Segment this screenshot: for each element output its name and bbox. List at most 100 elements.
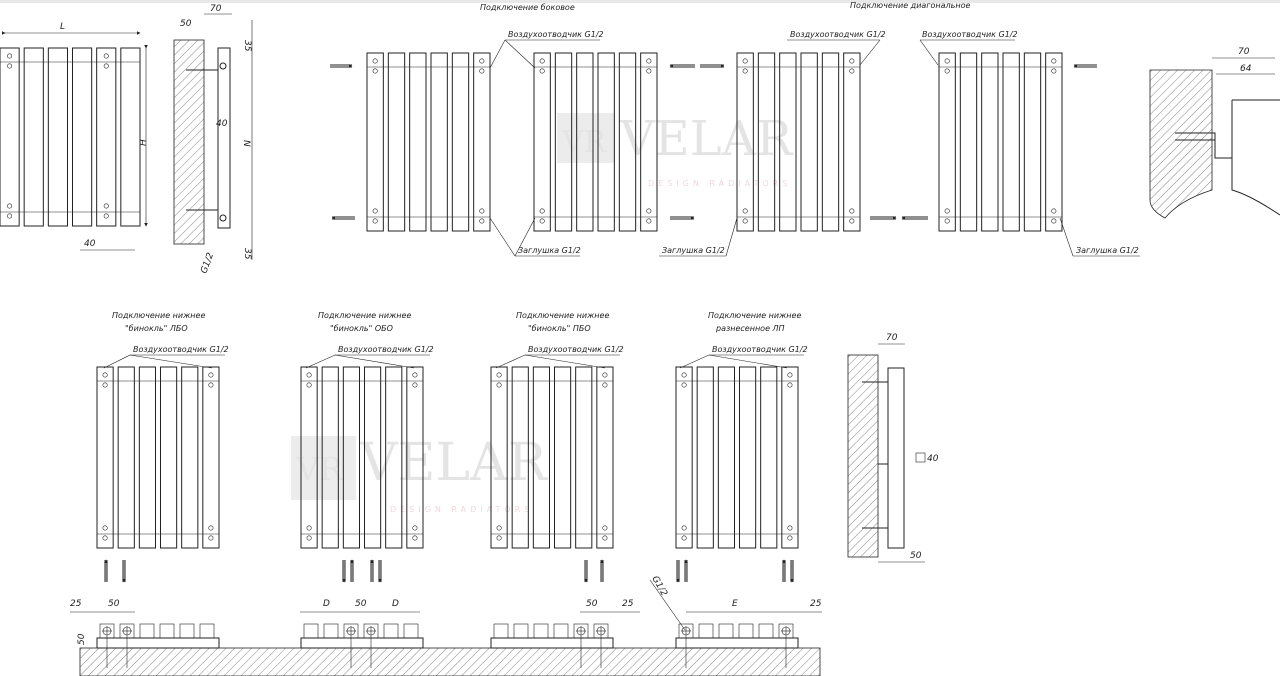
radiator-front-view <box>675 366 799 549</box>
radiator-column <box>938 52 956 232</box>
connection-nipple <box>1051 218 1057 224</box>
connection-nipple <box>372 208 378 214</box>
connection-nipple <box>787 382 793 388</box>
watermark-tagline: DESIGN RADIATORS <box>390 505 533 514</box>
connection-nipple <box>103 53 109 59</box>
connection-nipple <box>681 372 687 378</box>
radiator-column <box>321 366 339 549</box>
radiator-column <box>117 366 135 549</box>
radiator-front-view <box>533 52 658 232</box>
connection-nipple <box>944 58 950 64</box>
connection-nipple <box>787 535 793 541</box>
watermark-tagline: DESIGN RADIATORS <box>648 179 791 188</box>
plug-label: Заглушка G1/2 <box>518 246 581 255</box>
radiator-plan-view <box>96 623 220 668</box>
radiator-column <box>120 47 141 227</box>
watermark-logo: VR <box>561 125 608 160</box>
radiator-column <box>160 366 178 549</box>
connection-nipple <box>102 535 108 541</box>
radiator-column <box>342 366 361 549</box>
dim-E: E <box>732 599 738 609</box>
radiator-column <box>760 366 778 549</box>
watermark-bottom: VR VELAR DESIGN RADIATORS <box>291 433 549 514</box>
connection-nipple <box>849 58 855 64</box>
connection-nipple <box>1051 58 1057 64</box>
title-bottom-lp-1: Подключение нижнее <box>708 311 801 320</box>
radiator-column <box>843 52 861 232</box>
connection-nipple <box>306 382 312 388</box>
connection-nipple <box>742 208 748 214</box>
radiator-column <box>781 366 799 549</box>
thread-label: G1/2 <box>649 575 669 599</box>
radiator-column <box>406 366 424 549</box>
dim-64: 64 <box>1240 64 1252 74</box>
radiator-column <box>1045 52 1063 232</box>
connection-nipple <box>208 525 214 531</box>
radiator-column <box>138 366 156 549</box>
radiator-front-view <box>736 52 861 232</box>
dim-N: N <box>241 140 251 147</box>
title-bottom-obo-2: "бинокль" ОБО <box>330 324 393 333</box>
connection-nipple <box>681 382 687 388</box>
connection-nipple <box>103 63 109 69</box>
radiator-column <box>696 366 714 549</box>
connection-nipple <box>306 525 312 531</box>
connection-nipple <box>7 53 13 59</box>
connection-nipple <box>602 535 608 541</box>
dim-D: D <box>392 599 399 609</box>
connection-nipple <box>539 68 545 74</box>
radiator-column <box>511 366 529 549</box>
radiator-column <box>202 366 220 549</box>
connection-nipple <box>479 68 485 74</box>
radiator-column <box>430 52 448 232</box>
connection-nipple <box>602 525 608 531</box>
dim-70: 70 <box>1238 47 1250 57</box>
watermark-logo: VR <box>295 450 344 488</box>
wall-detail <box>1149 69 1213 219</box>
air-vent-label: Воздухоотводчик G1/2 <box>133 345 229 354</box>
connection-nipple <box>103 213 109 219</box>
dim-25: 25 <box>70 599 82 609</box>
connection-nipple <box>602 382 608 388</box>
connection-nipple <box>646 58 652 64</box>
radiator-column <box>821 52 840 232</box>
dim-35: 35 <box>242 40 252 52</box>
connection-nipple <box>496 535 502 541</box>
connection-nipple <box>412 372 418 378</box>
dim-35: 35 <box>242 248 252 260</box>
radiator-column <box>96 47 117 227</box>
connection-nipple <box>208 372 214 378</box>
radiator-front-view <box>300 366 424 549</box>
watermark-brand: VELAR <box>619 111 794 167</box>
dim-70: 70 <box>886 333 898 343</box>
title-bottom-obo-1: Подключение нижнее <box>318 311 411 320</box>
radiator-column <box>1002 52 1020 232</box>
radiator-column <box>596 366 614 549</box>
connection-nipple <box>372 58 378 64</box>
connection-nipple <box>7 63 13 69</box>
dim-50: 50 <box>77 633 87 645</box>
air-vent-label: Воздухоотводчик G1/2 <box>528 345 624 354</box>
connection-nipple <box>496 372 502 378</box>
watermark-brand: VELAR <box>359 433 549 493</box>
connection-nipple <box>372 218 378 224</box>
radiator-column <box>640 52 658 232</box>
connection-nipple <box>602 372 608 378</box>
connection-nipple <box>102 382 108 388</box>
connection-nipple <box>479 208 485 214</box>
radiator-column <box>959 52 978 232</box>
radiator-column <box>576 52 594 232</box>
air-vent-label: Воздухоотводчик G1/2 <box>790 30 886 39</box>
dim-L: L <box>60 22 65 32</box>
dim-40: 40 <box>84 239 96 249</box>
connection-nipple <box>849 68 855 74</box>
connection-nipple <box>539 208 545 214</box>
connection-nipple <box>208 535 214 541</box>
connection-nipple <box>306 372 312 378</box>
radiator-column <box>0 47 20 227</box>
dim-25: 25 <box>622 599 634 609</box>
connection-nipple <box>681 535 687 541</box>
connection-nipple <box>539 58 545 64</box>
air-vent-label: Воздухоотводчик G1/2 <box>338 345 434 354</box>
